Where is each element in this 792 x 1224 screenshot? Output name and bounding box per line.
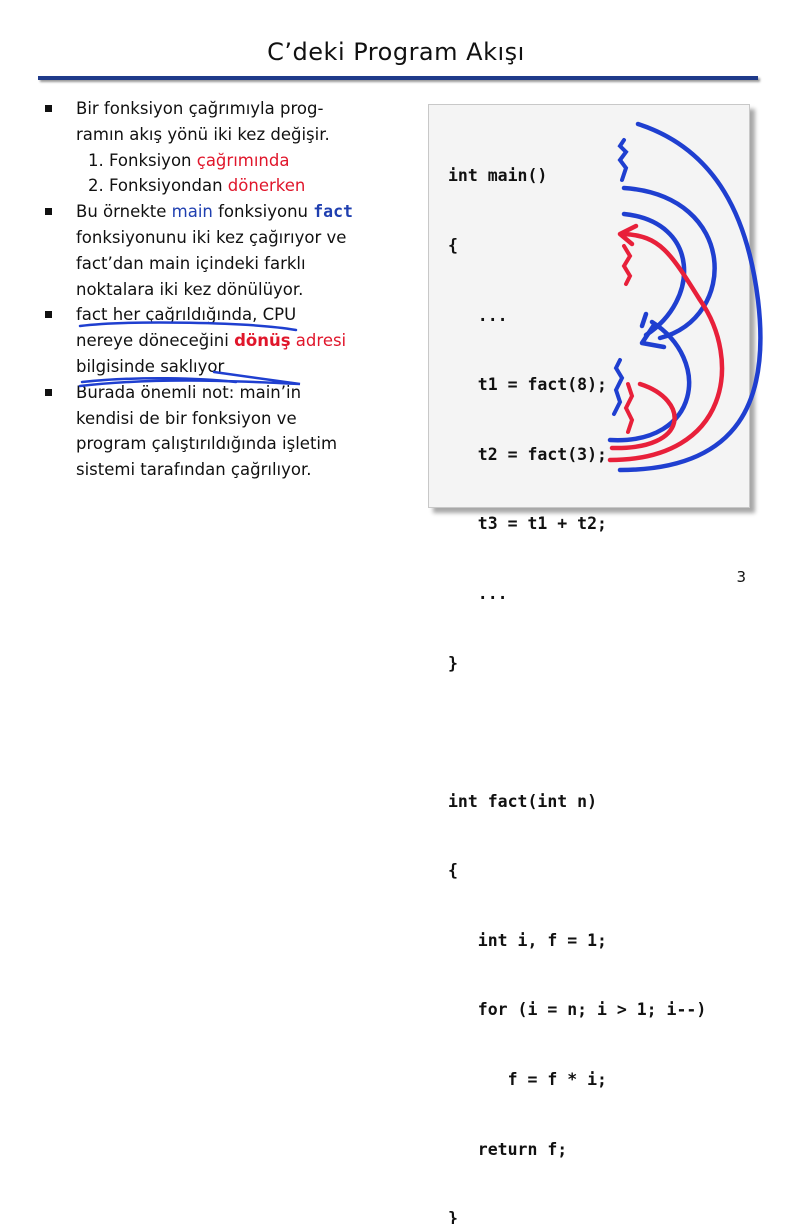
bullet-item: Bir fonksiyon çağrımıyla prog- ramın akı… — [40, 96, 400, 148]
code-line: return f; — [448, 1139, 568, 1159]
sub-item: 1. Fonksiyon çağrımında — [40, 148, 400, 174]
page-number: 3 — [736, 568, 746, 586]
sub-text: 2. Fonksiyondan — [88, 176, 228, 196]
bullet-text: ramın akış yönü iki kez değişir. — [76, 124, 330, 144]
bullet-text: kendisi de bir fonksiyon ve — [76, 408, 297, 428]
bullet-text: Bu örnekte main fonksiyonu fact — [76, 199, 400, 225]
code-line: t2 = fact(3); — [448, 444, 607, 464]
highlight-text: dönerken — [227, 176, 306, 196]
code-line: int main() — [448, 166, 548, 186]
highlight-text: dönüş — [234, 331, 291, 351]
bullet-text: sistemi tarafından çağrılıyor. — [76, 460, 312, 480]
code-spacer — [448, 721, 706, 743]
bullet-text: Bir fonksiyon çağrımıyla prog- — [76, 99, 324, 118]
bullet-text: fact’dan main içindeki farklı — [76, 253, 306, 273]
code-line: { — [448, 861, 458, 881]
bullet-text: fact her çağrıldığında, CPU — [76, 305, 297, 325]
main-keyword: main — [171, 202, 213, 222]
code-line: t1 = fact(8); — [448, 375, 607, 395]
highlight-text: çağrımında — [196, 150, 290, 170]
code-line: int i, f = 1; — [448, 930, 607, 950]
code-line: ... — [448, 583, 508, 603]
bullet-item: fact her çağrıldığında, CPU nereye dönec… — [40, 302, 400, 379]
code-line: f = f * i; — [448, 1069, 607, 1089]
bullet-text: noktalara iki kez dönülüyor. — [76, 279, 304, 299]
sub-item: 2. Fonksiyondan dönerken — [40, 173, 400, 199]
slide-title: C’deki Program Akışı — [267, 38, 525, 66]
bullet-square-icon — [45, 388, 52, 396]
bullet-item: Burada önemli not: main’in kendisi de bi… — [40, 380, 400, 483]
bullet-text: bilgisinde saklıyor — [76, 356, 225, 376]
code-line: int fact(int n) — [448, 791, 598, 811]
bullet-list: Bir fonksiyon çağrımıyla prog- ramın akı… — [40, 96, 400, 483]
fact-keyword: fact — [313, 202, 353, 222]
code-line: } — [448, 1209, 458, 1224]
bullet-square-icon — [45, 311, 52, 319]
code-listing: int main() { ... t1 = fact(8); t2 = fact… — [448, 118, 706, 1224]
highlight-text: adresi — [290, 331, 347, 351]
bullet-text: Burada önemli not: main’in — [76, 382, 302, 402]
text-span: fonksiyonu — [212, 202, 314, 222]
text-span: Bu örnekte — [76, 202, 172, 222]
bullet-square-icon — [45, 105, 52, 112]
code-line: for (i = n; i > 1; i--) — [448, 1000, 707, 1020]
bullet-text: nereye döneceğini dönüş adresi — [76, 328, 400, 354]
sub-text: 1. Fonksiyon — [88, 150, 197, 170]
code-line: ... — [448, 305, 508, 325]
code-line: } — [448, 653, 458, 673]
bullet-item: Bu örnekte main fonksiyonu fact fonksiyo… — [40, 199, 400, 302]
code-line: { — [448, 236, 458, 255]
text-span: nereye döneceğini — [76, 331, 235, 351]
title-divider — [38, 76, 758, 80]
bullet-text: program çalıştırıldığında işletim — [76, 434, 338, 454]
code-line: t3 = t1 + t2; — [448, 514, 607, 534]
bullet-square-icon — [45, 208, 52, 216]
bullet-text: fonksiyonunu iki kez çağırıyor ve — [76, 227, 347, 247]
